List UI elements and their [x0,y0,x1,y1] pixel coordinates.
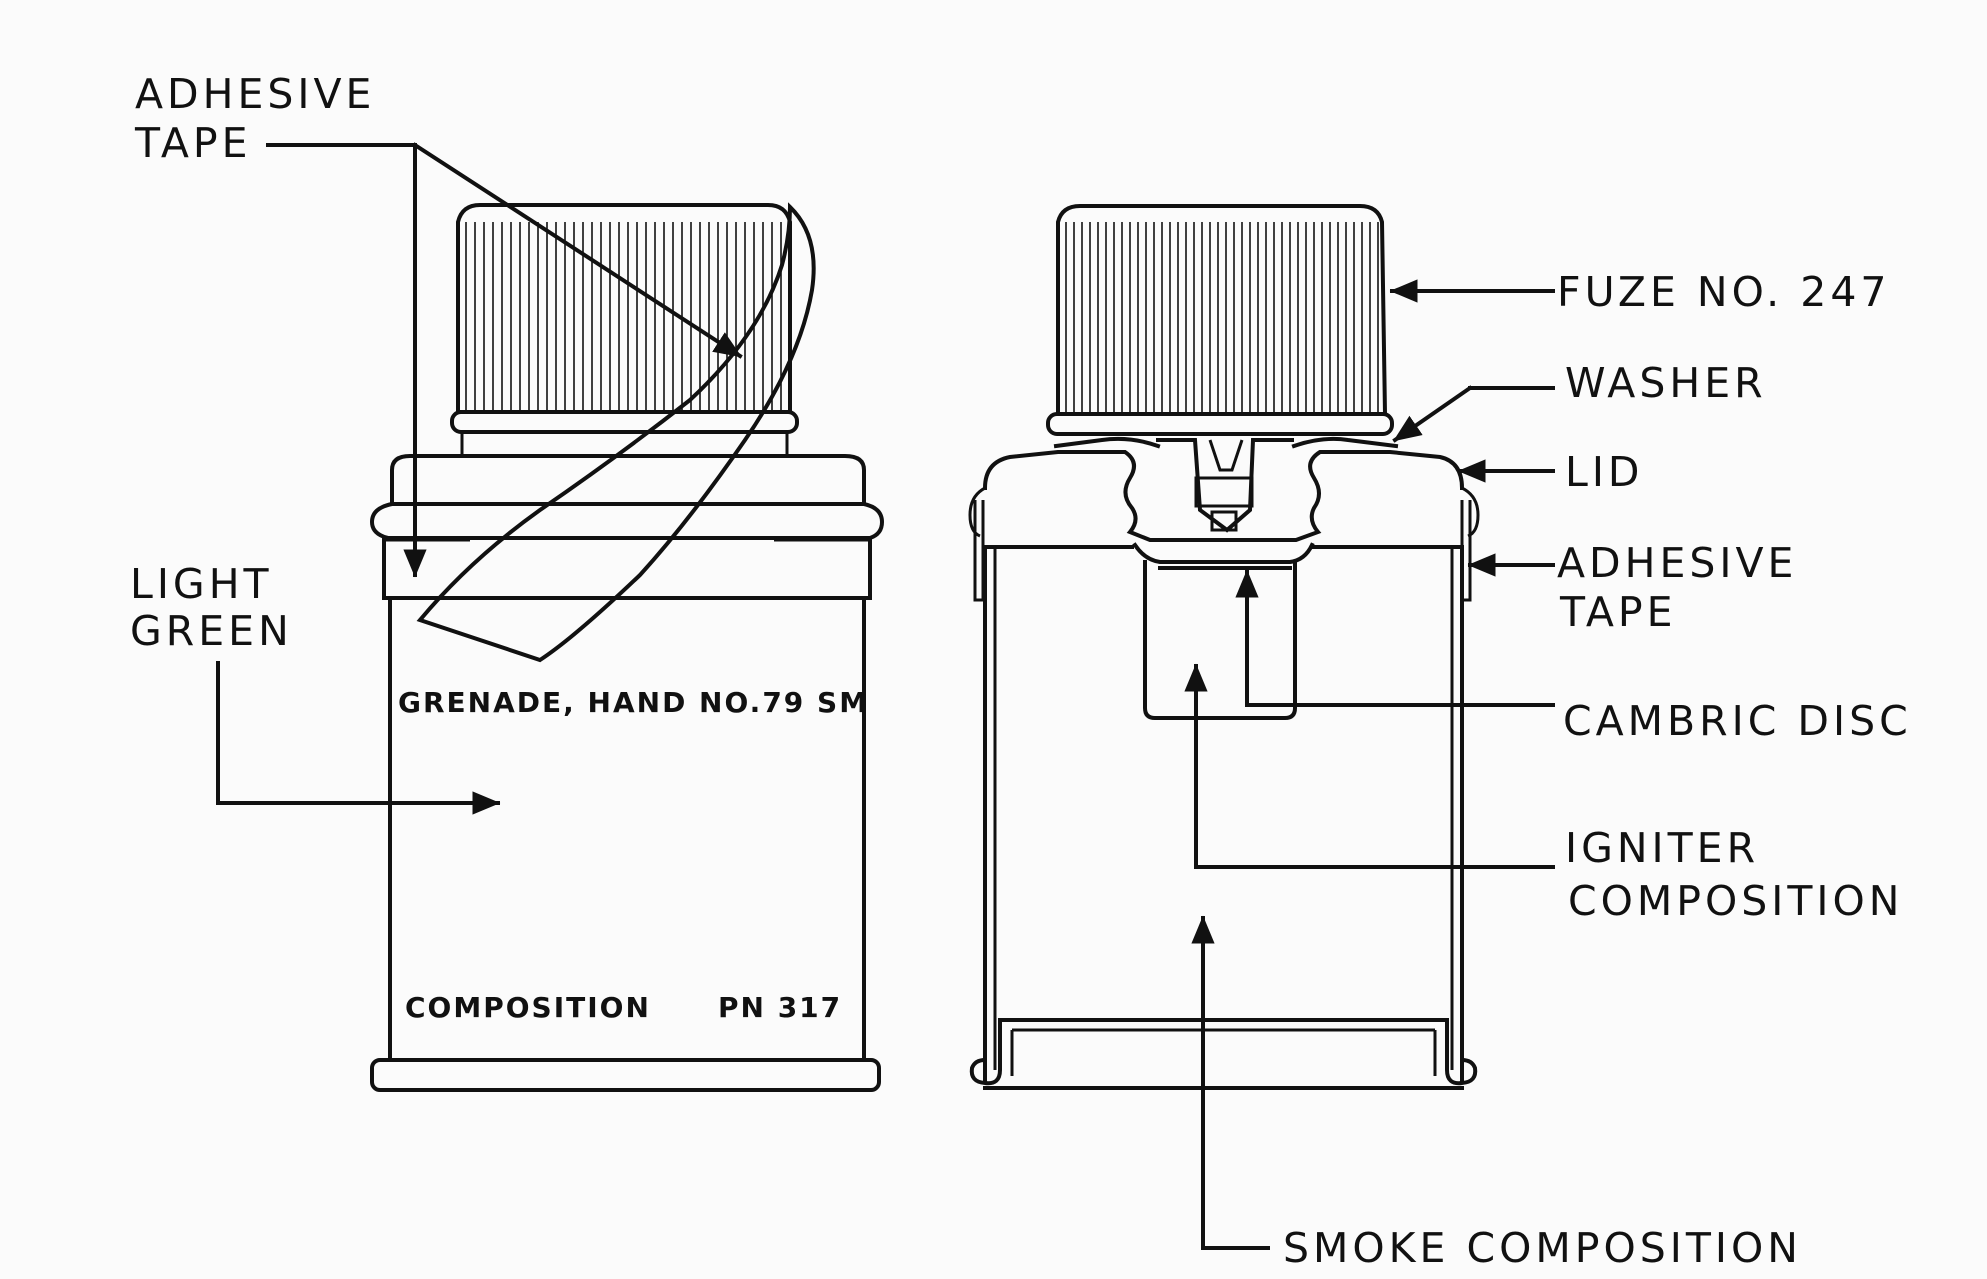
cambric-disc [1132,542,1315,570]
fuze-mechanism [1156,438,1294,533]
label-igniter-composition-line1: IGNITER [1565,824,1759,872]
can-body-right [969,545,1478,1090]
leaders-left [216,142,743,815]
label-cambric-disc: CAMBRIC DISC [1563,697,1912,745]
label-adhesive-tape-right-line1: ADHESIVE [1557,539,1797,587]
fuze-cap-left [450,203,799,458]
igniter-pocket [1143,560,1297,720]
marking-grenade-name: GRENADE, HAND NO.79 SMOKE [398,686,940,719]
grenade-cross-section [968,204,1480,1090]
lid-left [369,454,885,540]
label-fuze: FUZE NO. 247 [1557,268,1891,316]
label-light-green-line2: GREEN [130,607,293,655]
adhesive-tape-band-left [382,536,872,600]
label-igniter-composition-line2: COMPOSITION [1568,877,1903,925]
marking-part-number: PN 317 [718,991,842,1024]
can-body-left [370,596,881,1092]
washer [1053,436,1399,449]
label-lid: LID [1565,448,1644,496]
label-adhesive-tape-left-line2: TAPE [134,119,252,167]
adhesive-tape-right [973,500,1472,602]
fuze-cap-right [1046,204,1394,436]
grenade-exterior-view: GRENADE, HAND NO.79 SMOKE COMPOSITION PN… [369,202,940,1092]
leaders-right [1184,279,1555,1250]
label-adhesive-tape-left-line1: ADHESIVE [135,70,375,118]
label-adhesive-tape-right-line2: TAPE [1559,588,1677,636]
label-washer: WASHER [1565,359,1767,407]
marking-composition: COMPOSITION [405,991,651,1024]
label-smoke-composition: SMOKE COMPOSITION [1283,1224,1802,1272]
label-light-green-line1: LIGHT [130,560,273,608]
